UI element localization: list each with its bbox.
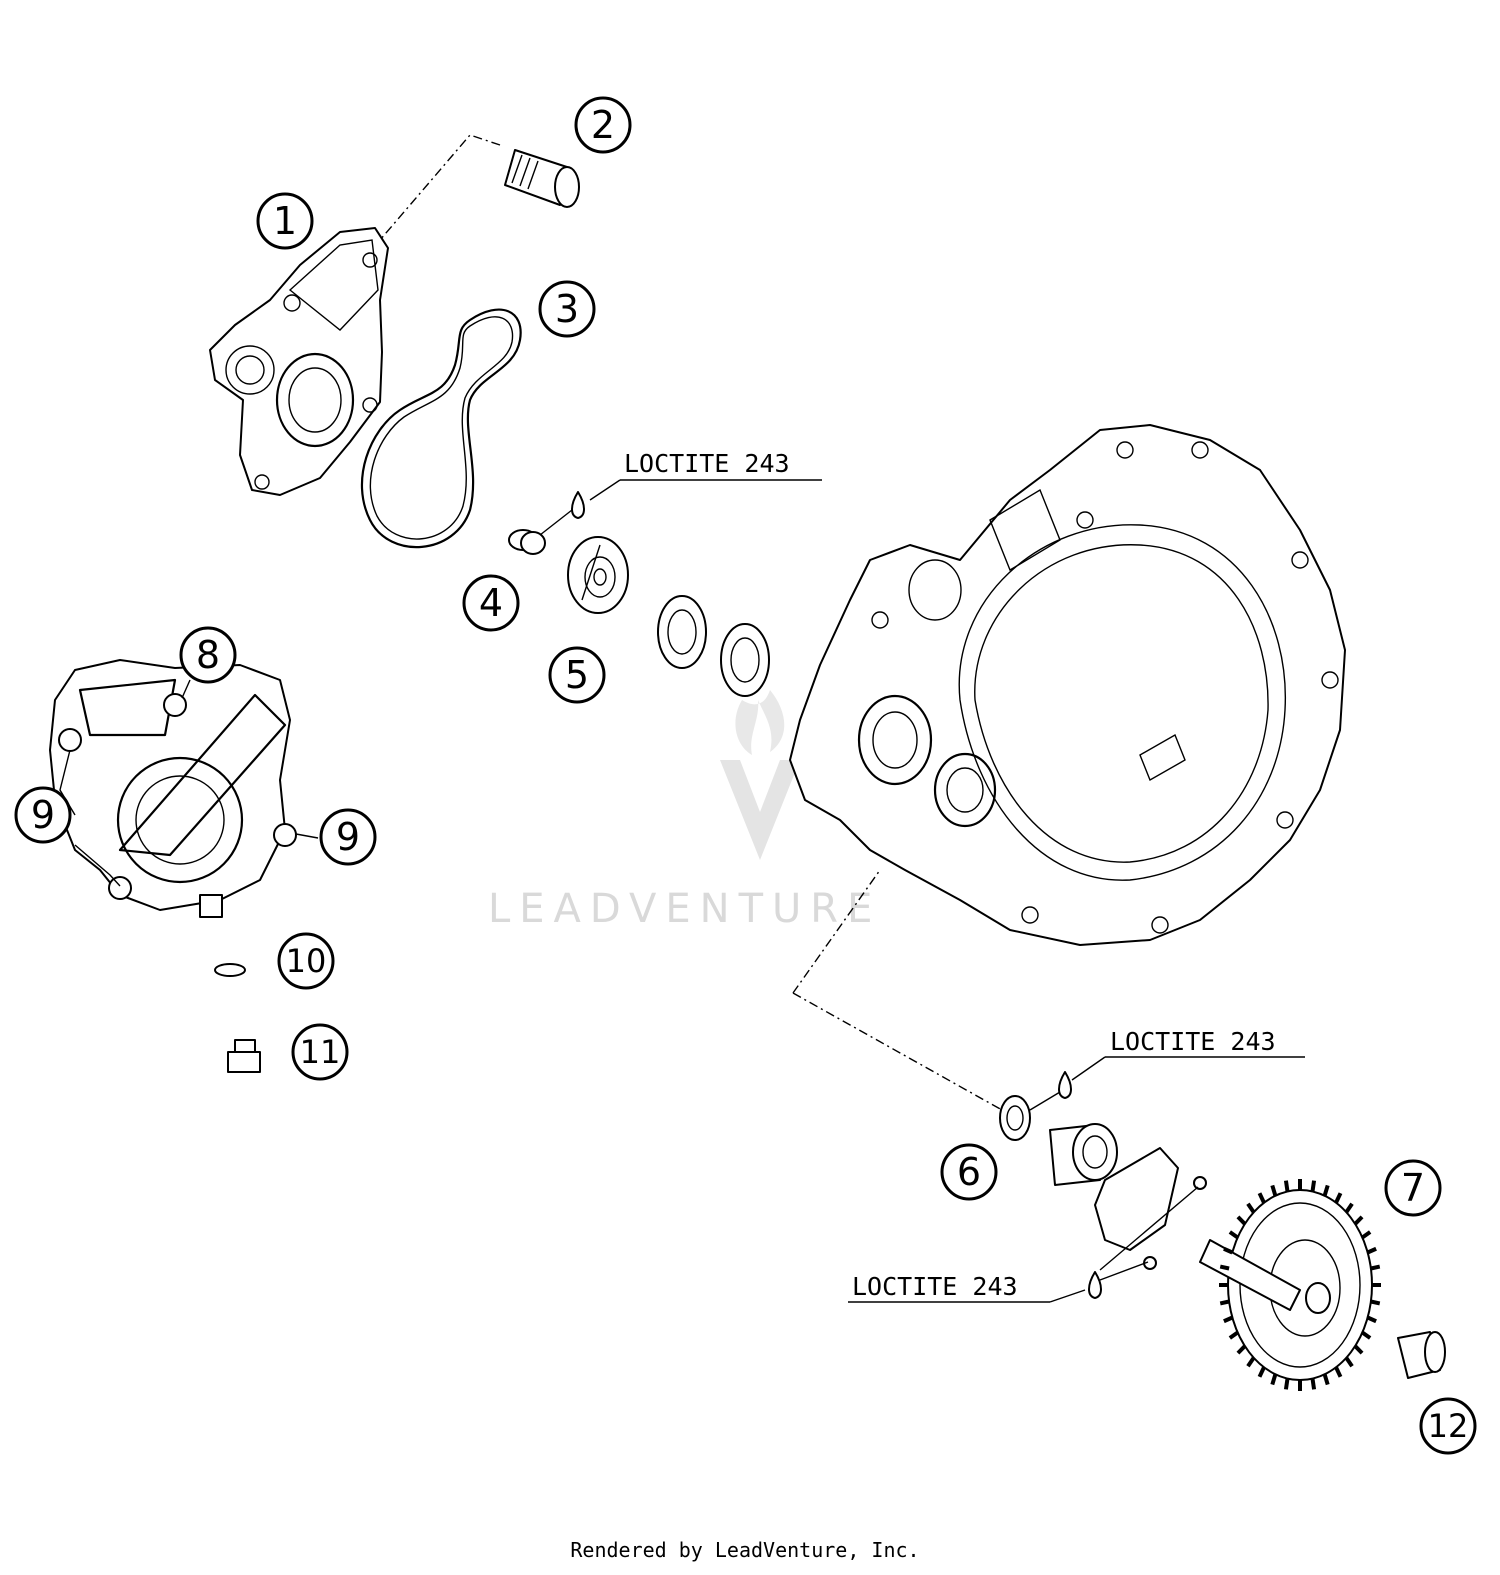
gear-tooth bbox=[1219, 1264, 1230, 1271]
gear-tooth bbox=[1228, 1330, 1239, 1340]
gear-tooth bbox=[1334, 1192, 1343, 1204]
callout-9-left: 9 bbox=[14, 786, 72, 844]
part-4-nut bbox=[508, 529, 546, 555]
engine-case bbox=[789, 424, 1346, 946]
svg-text:10: 10 bbox=[286, 942, 327, 980]
gear-tooth bbox=[1334, 1366, 1343, 1378]
callout-12: 12 bbox=[1419, 1397, 1477, 1455]
leadventure-watermark: LEADVENTURE bbox=[488, 690, 881, 932]
gear-tooth bbox=[1370, 1299, 1381, 1306]
part-10-washer bbox=[214, 963, 246, 977]
gear-tooth bbox=[1353, 1215, 1364, 1226]
gear-tooth bbox=[1361, 1230, 1372, 1240]
gear-teeth bbox=[1219, 1179, 1381, 1391]
loctite-drop-2 bbox=[1058, 1071, 1072, 1099]
loctite-note-2: LOCTITE 243 bbox=[1110, 1027, 1276, 1056]
part-6-seal bbox=[999, 1095, 1031, 1141]
svg-text:11: 11 bbox=[300, 1033, 341, 1071]
part-1-pump-housing bbox=[209, 227, 389, 496]
loctite-note-3: LOCTITE 243 bbox=[852, 1272, 1018, 1301]
gear-tooth bbox=[1310, 1180, 1317, 1192]
part-7-gear-shaft bbox=[1199, 1189, 1373, 1381]
callout-3: 3 bbox=[538, 280, 596, 338]
gear-tooth bbox=[1353, 1344, 1364, 1355]
callout-11: 11 bbox=[291, 1023, 349, 1081]
svg-text:7: 7 bbox=[1401, 1166, 1425, 1210]
gear-tooth bbox=[1257, 1192, 1266, 1204]
gear-tooth bbox=[1236, 1344, 1247, 1355]
part-8-pump-cover bbox=[49, 659, 297, 918]
callout-10: 10 bbox=[277, 932, 335, 990]
part-3-o-ring bbox=[360, 308, 522, 549]
svg-text:8: 8 bbox=[196, 633, 220, 677]
svg-text:3: 3 bbox=[555, 287, 579, 331]
callout-4: 4 bbox=[462, 574, 520, 632]
part-11-bolt bbox=[227, 1039, 261, 1073]
screw-upper bbox=[1193, 1176, 1207, 1190]
gear-tooth bbox=[1361, 1330, 1372, 1340]
gear-tooth bbox=[1270, 1373, 1278, 1386]
leader-lines bbox=[59, 134, 1305, 1303]
gear-tooth bbox=[1236, 1215, 1247, 1226]
loctite-drop-1 bbox=[571, 491, 585, 519]
svg-text:9: 9 bbox=[336, 815, 360, 859]
gear-tooth bbox=[1366, 1246, 1377, 1255]
svg-text:2: 2 bbox=[591, 103, 615, 147]
gear-tooth bbox=[1246, 1356, 1256, 1368]
svg-text:12: 12 bbox=[1428, 1407, 1469, 1445]
bearing bbox=[1049, 1123, 1118, 1186]
gear-tooth bbox=[1223, 1315, 1234, 1324]
gear-tooth bbox=[1246, 1202, 1256, 1214]
footer-credit: Rendered by LeadVenture, Inc. bbox=[570, 1538, 919, 1562]
gear-tooth bbox=[1223, 1246, 1234, 1255]
gear-tooth bbox=[1228, 1230, 1239, 1240]
svg-text:1: 1 bbox=[273, 199, 297, 243]
svg-text:6: 6 bbox=[957, 1150, 981, 1194]
svg-text:4: 4 bbox=[479, 581, 503, 625]
gear-tooth bbox=[1257, 1366, 1266, 1378]
gear-tooth bbox=[1322, 1184, 1330, 1197]
gear-tooth bbox=[1344, 1202, 1354, 1214]
gear-tooth bbox=[1219, 1299, 1230, 1306]
part-2-cylinder bbox=[504, 149, 580, 208]
gear-tooth bbox=[1283, 1180, 1290, 1192]
loctite-note-1: LOCTITE 243 bbox=[624, 449, 790, 478]
gear-tooth bbox=[1270, 1184, 1278, 1197]
part-12-bushing bbox=[1397, 1331, 1446, 1379]
watermark-flame bbox=[735, 690, 785, 755]
gear-tooth bbox=[1310, 1378, 1317, 1390]
gear-tooth bbox=[1366, 1315, 1377, 1324]
gear-tooth bbox=[1283, 1378, 1290, 1390]
callout-9-right: 9 bbox=[319, 808, 377, 866]
watermark-logo bbox=[720, 760, 800, 860]
part-5-impeller bbox=[567, 536, 629, 614]
callout-5: 5 bbox=[548, 646, 606, 704]
callout-8: 8 bbox=[179, 626, 237, 684]
callout-2: 2 bbox=[574, 96, 632, 154]
gasket-plate bbox=[1094, 1147, 1179, 1251]
gear-tooth bbox=[1322, 1373, 1330, 1386]
gear-tooth bbox=[1370, 1264, 1381, 1271]
loctite-drop-3 bbox=[1088, 1271, 1102, 1299]
shaft-seals bbox=[657, 595, 770, 697]
svg-text:9: 9 bbox=[31, 793, 55, 837]
watermark-text: LEADVENTURE bbox=[488, 886, 881, 932]
svg-text:5: 5 bbox=[565, 653, 589, 697]
callout-1: 1 bbox=[256, 192, 314, 250]
callout-7: 7 bbox=[1384, 1159, 1442, 1217]
gear-tooth bbox=[1344, 1356, 1354, 1368]
callout-6: 6 bbox=[940, 1143, 998, 1201]
